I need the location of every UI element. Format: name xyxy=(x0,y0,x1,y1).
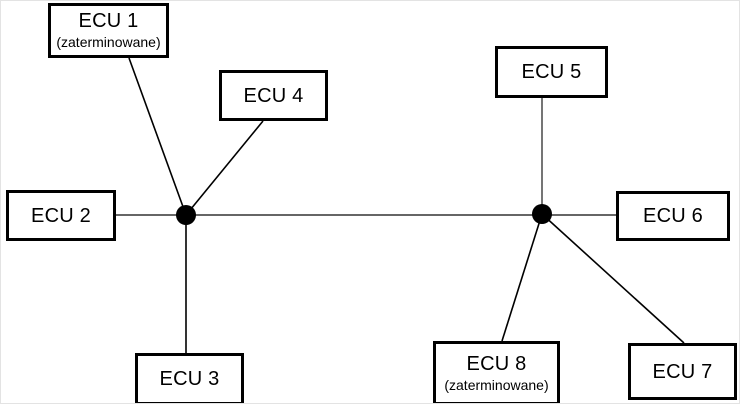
link-junction-right-to-ecu8 xyxy=(501,213,543,342)
ecu-label-title: ECU 5 xyxy=(521,61,582,83)
ecu-label-title: ECU 4 xyxy=(243,84,304,107)
ecu-label-title: ECU 3 xyxy=(159,368,220,390)
ecu-box-ecu1[interactable]: ECU 1 (zaterminowane) xyxy=(48,3,169,58)
ecu-box-ecu6[interactable]: ECU 6 xyxy=(616,191,730,241)
ecu-box-ecu4[interactable]: ECU 4 xyxy=(219,70,328,121)
junction-node-left xyxy=(176,205,196,225)
ecu-label-subtitle: (zaterminowane) xyxy=(444,376,549,393)
ecu-label-title: ECU 7 xyxy=(652,360,713,383)
ecu-box-ecu8[interactable]: ECU 8 (zaterminowane) xyxy=(433,341,560,403)
ecu-box-ecu5[interactable]: ECU 5 xyxy=(495,46,608,98)
ecu-box-ecu3[interactable]: ECU 3 xyxy=(135,353,244,403)
ecu-label-subtitle: (zaterminowane) xyxy=(56,34,161,50)
ecu-label-title: ECU 6 xyxy=(643,205,703,227)
ecu-label-title: ECU 2 xyxy=(31,204,91,227)
ecu-box-ecu7[interactable]: ECU 7 xyxy=(628,343,737,400)
ecu-box-ecu2[interactable]: ECU 2 xyxy=(6,190,116,241)
link-ecu4-to-junction-left xyxy=(185,120,264,216)
junction-node-right xyxy=(532,204,552,224)
link-ecu1-to-junction-left xyxy=(128,57,187,216)
ecu-label-title: ECU 1 xyxy=(78,10,139,32)
ecu-label-title: ECU 8 xyxy=(466,352,527,375)
